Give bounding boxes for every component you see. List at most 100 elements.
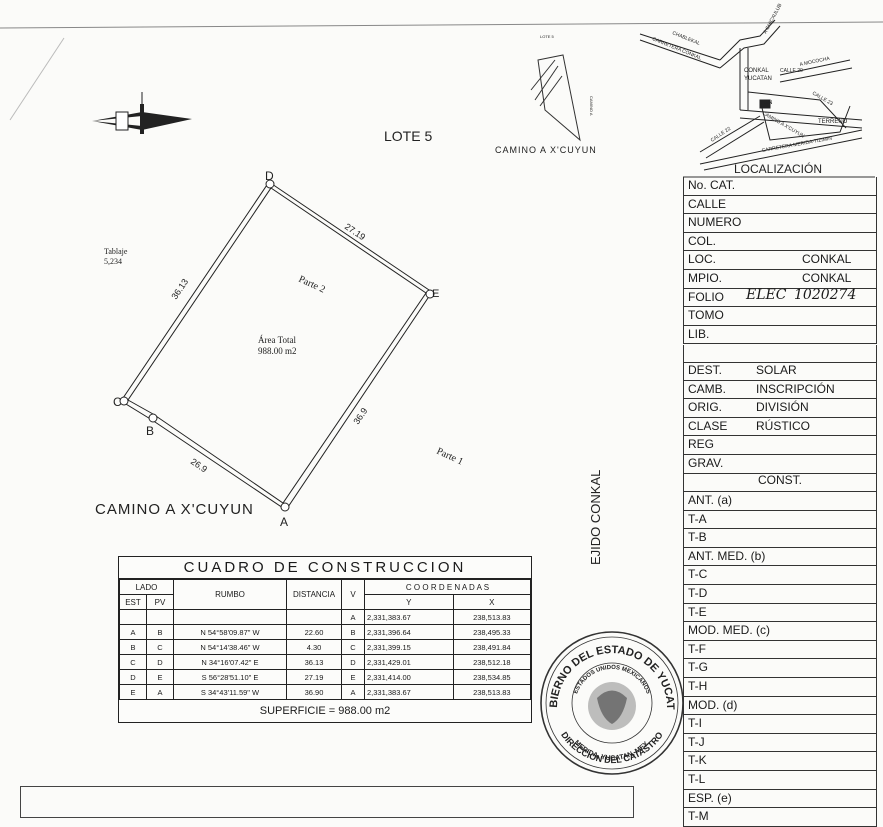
form-label: TOMO xyxy=(688,308,724,323)
cell-distancia: 36.13 xyxy=(286,654,342,670)
vertex-c-marker xyxy=(119,396,129,406)
cell-est: D xyxy=(119,669,147,685)
header-y: Y xyxy=(364,594,454,610)
cell-y: 2,331,396.64 xyxy=(364,624,454,640)
cell-rumbo: S 34°43'11.59" W xyxy=(173,684,287,700)
cell-pv: E xyxy=(146,669,174,685)
form-label: REG xyxy=(688,437,715,452)
const-row: ESP. (e) xyxy=(684,790,876,809)
form-row-tomo: TOMO xyxy=(684,307,876,326)
cell-est: A xyxy=(119,624,147,640)
cell-distancia: 36.90 xyxy=(286,684,342,700)
const-form: ANT. (a) T-A T-B ANT. MED. (b) T-C T-D T… xyxy=(683,492,877,827)
form-label: DEST. xyxy=(688,363,723,377)
cell-v: E xyxy=(341,669,365,685)
form-row-camb: CAMB.INSCRIPCIÓN xyxy=(684,381,876,400)
cell-pv: B xyxy=(146,624,174,640)
construction-table-title: CUADRO DE CONSTRUCCION xyxy=(119,557,531,579)
cell-est: B xyxy=(119,639,147,655)
table-row: A B N 54°58'09.87" W 22.60 B 2,331,396.6… xyxy=(119,624,532,640)
cell-pv: C xyxy=(146,639,174,655)
cell-pv: D xyxy=(146,654,174,670)
map-label-sn: S/N xyxy=(764,100,773,106)
form-value: CONKAL xyxy=(802,252,852,267)
const-row: T-H xyxy=(684,678,876,697)
cell-pv: A xyxy=(146,684,174,700)
const-row: MOD. (d) xyxy=(684,697,876,716)
table-row: E A S 34°43'11.59" W 36.90 A 2,331,383.6… xyxy=(119,684,532,700)
page-top-edge xyxy=(0,21,883,29)
map-label-calle-20: CALLE 20 xyxy=(780,68,803,74)
government-seal-icon: GOBIERNO DEL ESTADO DE YUCATAN ESTADOS U… xyxy=(537,628,684,775)
form-label: CLASE xyxy=(688,418,728,433)
form-label: No. CAT. xyxy=(688,178,736,192)
tablaje-label: Tablaje xyxy=(104,247,128,256)
vertex-d-label: D xyxy=(265,169,274,183)
table-row: B C N 54°14'38.46" W 4.30 C 2,331,399.15… xyxy=(119,639,532,655)
form-row-numero: NUMERO xyxy=(684,214,876,233)
folio-handwritten-number: 1020274 xyxy=(794,286,857,303)
header-est: EST xyxy=(119,594,147,610)
cell-y: 2,331,383.67 xyxy=(364,609,454,625)
form-row-col: COL. xyxy=(684,233,876,252)
form-label: LOC. xyxy=(688,252,717,267)
const-row: T-L xyxy=(684,771,876,790)
cell-x: 238,495.33 xyxy=(452,624,532,640)
form-row-dest: DEST. SOLAR xyxy=(684,362,876,381)
const-row: T-B xyxy=(684,529,876,548)
cell-v: A xyxy=(341,684,365,700)
survey-plan: LOTE 5 CAMINO A LOTE 5 CAMINO A X'CUYUN … xyxy=(0,2,883,565)
bottom-notes-box xyxy=(20,786,634,818)
cell-distancia: 27.19 xyxy=(286,669,342,685)
map-town-label: CONKAL xyxy=(744,68,769,74)
header-x: X xyxy=(452,594,532,610)
header-coordenadas: C O O R D E N A D A S xyxy=(364,579,531,595)
cell-pv xyxy=(146,609,174,625)
form-row-lib: LIB. xyxy=(684,326,876,345)
form-row-calle: CALLE xyxy=(684,196,876,215)
cell-rumbo: N 54°58'09.87" W xyxy=(173,624,287,640)
folio-handwritten-prefix: ELEC xyxy=(746,286,787,303)
cell-est: C xyxy=(119,654,147,670)
location-title: LOCALIZACIÓN xyxy=(734,161,822,176)
const-row: ANT. MED. (b) xyxy=(684,548,876,567)
cell-x: 238,512.18 xyxy=(452,654,532,670)
vertex-b-marker xyxy=(148,413,158,423)
location-map xyxy=(639,19,863,171)
cell-distancia: 4.30 xyxy=(286,639,342,655)
cell-distancia xyxy=(286,609,342,625)
form-value: INSCRIPCIÓN xyxy=(756,381,835,396)
const-row: ANT. (a) xyxy=(684,492,876,511)
cell-rumbo xyxy=(173,609,287,625)
vertex-a-marker xyxy=(280,502,290,512)
const-row: T-F xyxy=(684,641,876,660)
map-label-mococha: A MOCOCHA xyxy=(799,56,831,68)
table-row: A 2,331,383.67 238,513.83 xyxy=(119,609,532,625)
cell-y: 2,331,399.15 xyxy=(364,639,454,655)
form-label: LIB. xyxy=(688,326,710,341)
road-label-bottom: CAMINO A X'CUYUN xyxy=(95,501,254,518)
form-value: SOLAR xyxy=(756,363,797,377)
const-row: T-I xyxy=(684,715,876,734)
classification-form: DEST. SOLAR CAMB.INSCRIPCIÓN ORIG. DIVISIÓ… xyxy=(683,362,877,474)
form-label: CALLE xyxy=(688,196,727,211)
form-row-grav: GRAV. xyxy=(684,455,876,474)
vertex-a-label: A xyxy=(280,515,288,529)
tablaje-number: 5,234 xyxy=(104,257,122,266)
lot-label: LOTE 5 xyxy=(384,128,432,144)
cell-x: 238,513.83 xyxy=(452,609,532,625)
table-row: D E S 56°28'51.10" E 27.19 E 2,331,414.0… xyxy=(119,669,532,685)
parte2-label: Parte 2 xyxy=(297,274,327,296)
cell-v: D xyxy=(341,654,365,670)
cell-y: 2,331,429.01 xyxy=(364,654,454,670)
form-value: DIVISIÓN xyxy=(756,400,809,415)
cell-v: B xyxy=(341,624,365,640)
header-rumbo: RUMBO xyxy=(173,579,287,610)
form-label: ORIG. xyxy=(688,400,723,415)
cell-est: E xyxy=(119,684,147,700)
side-length-c-d: 36.13 xyxy=(169,277,190,301)
form-label: GRAV. xyxy=(688,455,724,470)
map-label-terreno: TERRENO xyxy=(818,119,848,125)
